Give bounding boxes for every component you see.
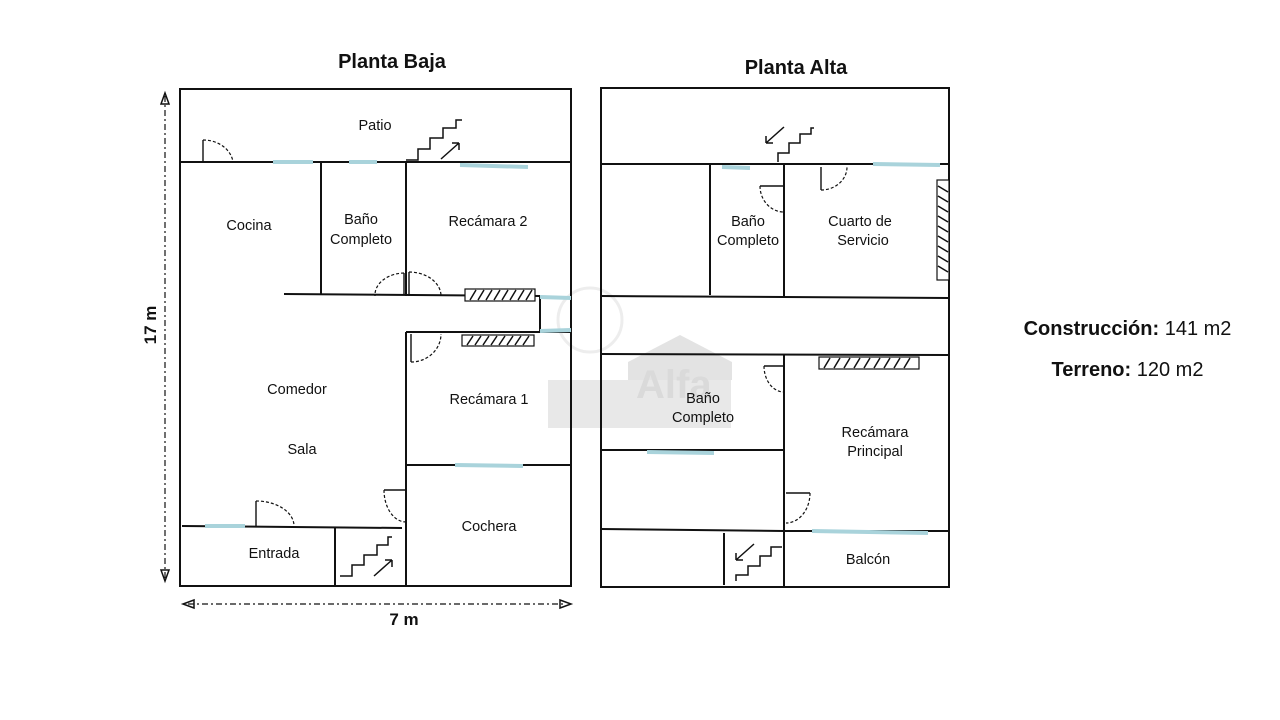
ground-floor-doors [202, 139, 442, 527]
height-dimension: 17 m [141, 90, 171, 584]
construccion-value: 141 m2 [1164, 318, 1232, 340]
ground-floor-closets [461, 288, 536, 347]
terreno-value: 120 m2 [1136, 359, 1204, 381]
room-label-cocina: Cocina [226, 218, 272, 234]
alfa-watermark-logo: Alfa [548, 286, 732, 428]
room-label-bano-b-line2: Completo [672, 410, 734, 426]
upper-floor-doors [759, 166, 848, 524]
upper-floor-room-labels: Baño Completo Cuarto de Servicio Baño Co… [672, 214, 909, 568]
room-label-patio: Patio [358, 118, 391, 134]
upper-floor-stairs [735, 126, 814, 581]
height-dimension-label: 17 m [141, 306, 160, 345]
width-dimension-label: 7 m [389, 610, 418, 629]
room-label-bano-line2: Completo [330, 232, 392, 248]
room-label-cuarto-line2: Servicio [837, 233, 889, 249]
room-label-bano-b-line1: Baño [686, 391, 720, 407]
room-label-cochera: Cochera [462, 519, 518, 535]
upper-floor-windows [646, 162, 941, 535]
ground-floor-windows [205, 160, 572, 528]
room-label-bano-a-line2: Completo [717, 233, 779, 249]
room-label-principal-line1: Recámara [842, 425, 910, 441]
terreno-row: Terreno: 120 m2 [985, 359, 1270, 382]
room-label-bano-line1: Baño [344, 212, 378, 228]
construccion-row: Construcción: 141 m2 [985, 318, 1270, 341]
ground-floor-title: Planta Baja [338, 51, 447, 73]
construccion-label: Construcción: [1023, 318, 1165, 340]
room-label-balcon: Balcón [846, 552, 890, 568]
room-label-cuarto-line1: Cuarto de [828, 214, 892, 230]
upper-floor-title: Planta Alta [745, 57, 848, 79]
area-stats: Construcción: 141 m2 Terreno: 120 m2 [985, 318, 1270, 400]
room-label-recamara-1: Recámara 1 [450, 392, 529, 408]
room-label-sala: Sala [287, 442, 317, 458]
room-label-comedor: Comedor [267, 382, 327, 398]
upper-floor-closets [818, 179, 950, 370]
terreno-label: Terreno: [1051, 359, 1137, 381]
room-label-principal-line2: Principal [847, 444, 903, 460]
ground-floor-room-labels: Patio Cocina Baño Completo Recámara 2 Co… [226, 118, 528, 562]
room-label-entrada: Entrada [249, 546, 301, 562]
room-label-bano-a-line1: Baño [731, 214, 765, 230]
watermark-text: Alfa [636, 363, 712, 407]
ground-floor-stairs [340, 119, 462, 577]
width-dimension: 7 m [180, 598, 574, 629]
room-label-recamara-2: Recámara 2 [449, 214, 528, 230]
